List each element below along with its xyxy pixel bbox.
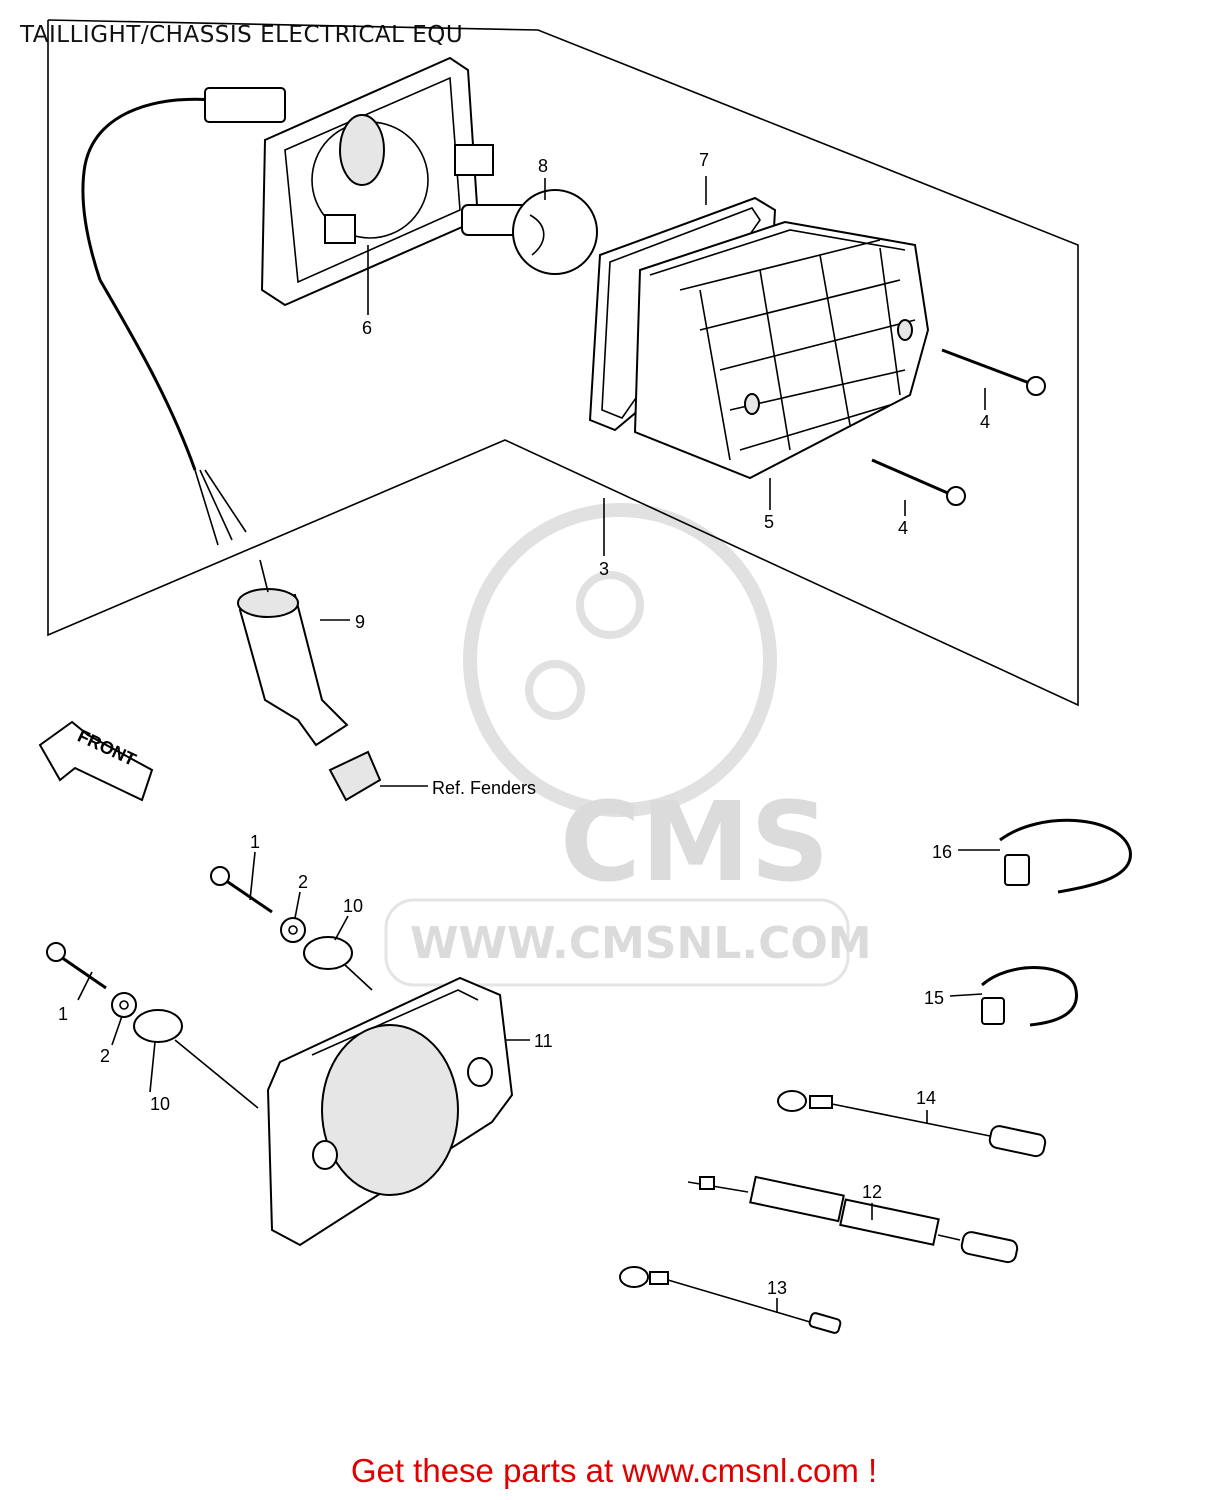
watermark-banner — [384, 898, 850, 987]
part-13-lead — [619, 1266, 842, 1334]
get-parts-cta[interactable]: Get these parts at www.cmsnl.com ! — [350, 1452, 878, 1489]
callout-labels: 3 4 4 5 6 7 8 9 Ref. Fenders 1 2 10 1 2 … — [58, 150, 990, 1298]
watermark-mascot-head — [463, 503, 777, 817]
callout-7: 7 — [699, 150, 709, 170]
part-10-plate-upper — [303, 936, 373, 991]
exploded-parts-diagram: CMS WWW.CMSNL.COM — [38, 19, 1132, 1334]
wiring-harness — [81, 87, 286, 546]
callout-4-lower: 4 — [898, 518, 908, 538]
callout-13: 13 — [767, 1278, 787, 1298]
watermark-mascot-goggle — [576, 571, 644, 639]
part-5-lens — [633, 220, 930, 480]
callout-9: 9 — [355, 612, 365, 632]
callout-1-upper: 1 — [250, 832, 260, 852]
callout-8: 8 — [538, 156, 548, 176]
ref-fenders-label: Ref. Fenders — [432, 778, 536, 798]
callout-10-upper: 10 — [343, 896, 363, 916]
part-14-lead — [777, 1090, 1047, 1158]
callout-3: 3 — [599, 559, 609, 579]
callout-14: 14 — [916, 1088, 936, 1108]
callout-2-upper: 2 — [298, 872, 308, 892]
callout-leaders — [77, 176, 1000, 1313]
part-9-sleeve — [237, 559, 349, 747]
part-1-bolt-lower — [46, 942, 107, 990]
callout-10-lower: 10 — [150, 1094, 170, 1114]
part-11-bracket — [266, 976, 514, 1247]
callout-11: 11 — [534, 1031, 553, 1051]
part-4-screws — [871, 348, 1046, 506]
part-6-lamp-base — [260, 56, 494, 307]
watermark-mascot-eye — [525, 660, 585, 720]
part-2-washer-lower — [111, 992, 137, 1018]
connector-housing — [204, 87, 286, 123]
callout-2-lower: 2 — [100, 1046, 110, 1066]
watermark-url: WWW.CMSNL.COM — [410, 918, 872, 969]
callout-1-lower: 1 — [58, 1004, 68, 1024]
watermark-brand: CMS — [560, 778, 829, 906]
watermark: CMS WWW.CMSNL.COM — [384, 503, 872, 987]
taillight-assembly-outline — [47, 19, 1079, 707]
part-1-bolt-upper — [210, 866, 273, 914]
ref-fenders-nut — [328, 750, 428, 802]
part-8-bulb — [461, 189, 598, 275]
part-12-fuse-lead — [687, 1175, 1019, 1264]
part-2-washer-upper — [280, 917, 306, 943]
callout-5: 5 — [764, 512, 774, 532]
callout-12: 12 — [862, 1182, 882, 1202]
part-15-clamp — [981, 966, 1078, 1027]
callout-15: 15 — [924, 988, 944, 1008]
callout-4-upper: 4 — [980, 412, 990, 432]
front-direction-arrow: FRONT — [38, 720, 154, 802]
callout-16: 16 — [932, 842, 952, 862]
part-10-plate-lower — [133, 1009, 259, 1109]
callout-6: 6 — [362, 318, 372, 338]
part-16-clamp — [999, 818, 1132, 894]
